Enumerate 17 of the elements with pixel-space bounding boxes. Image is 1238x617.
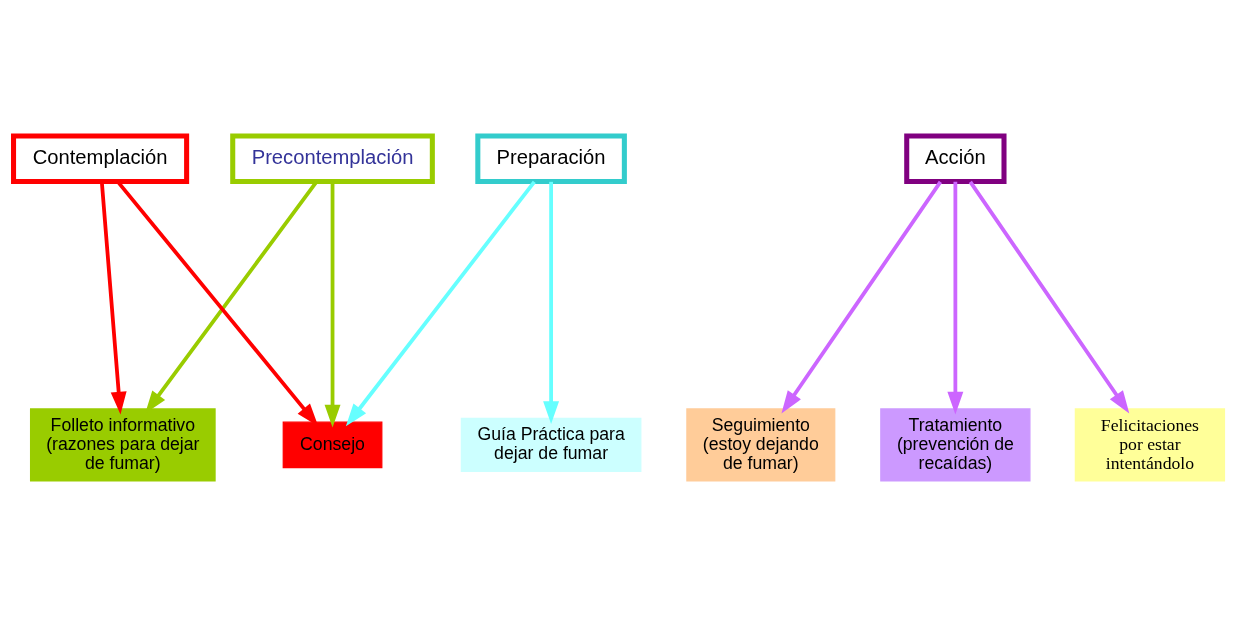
arrow	[324, 181, 341, 428]
arrow	[781, 180, 942, 414]
node-box: Acción	[904, 133, 1007, 185]
node-box: Preparación	[475, 133, 627, 185]
node-box: Folleto informativo (razones para dejar de fumar)	[29, 408, 216, 482]
node-box: Precontemplación	[230, 133, 435, 185]
arrow	[543, 181, 560, 424]
node-box: Consejo	[282, 421, 383, 469]
node-box: Guía Práctica para dejar de fumar	[460, 417, 642, 473]
node-box: Tratamiento (prevención de recaídas)	[880, 408, 1031, 482]
node-box: Felicitaciones por estar intentándolo	[1074, 408, 1226, 482]
node-box: Contemplación	[11, 133, 190, 185]
arrow	[345, 180, 536, 427]
arrow	[947, 181, 964, 415]
node-box: Seguimiento (estoy dejando de fumar)	[686, 408, 836, 482]
arrow	[99, 181, 127, 415]
arrow	[968, 180, 1130, 414]
